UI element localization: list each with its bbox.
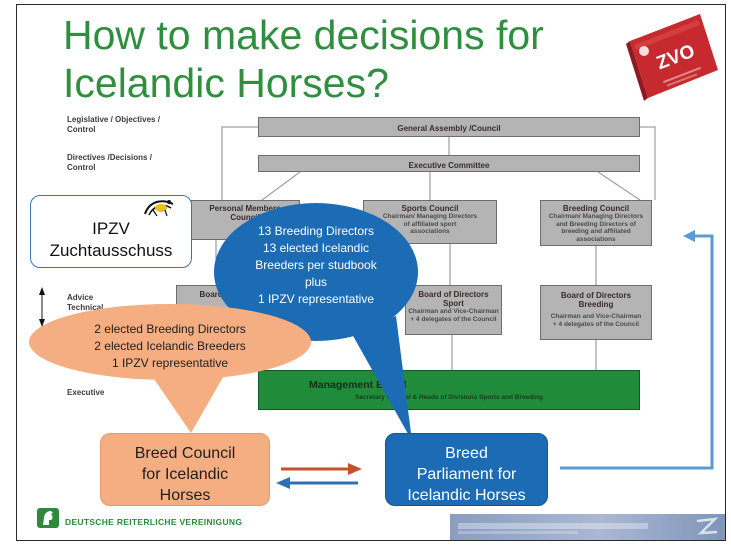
row-label-legislative: Legislative / Objectives / Control (67, 115, 160, 135)
board-breeding-detail: + 4 delegates of the Council (552, 320, 640, 328)
row-label-advice: Advice Technical (67, 293, 103, 313)
breeding-council-detail: Chairman/ Managing Directors (548, 213, 644, 220)
bubble-line: 13 Breeding Directors (257, 224, 375, 238)
slide-frame (16, 4, 726, 541)
breeding-council-box: Breeding Council Chairman/ Managing Dire… (540, 200, 652, 246)
ipzv-zuchtausschuss-box: IPZV Zuchtausschuss (30, 195, 192, 268)
sports-council-detail: Chairman/ Managing Directors (382, 213, 478, 220)
zvo-book-cover-icon: ZVO (626, 14, 718, 101)
breed-parliament-line: Parliament for (416, 466, 517, 483)
management-board-box: Management Board Secretary General & Hea… (258, 370, 640, 410)
parliament-bubble-text: 13 Breeding Directors 13 elected Iceland… (216, 223, 416, 308)
breeding-council-title: Breeding Council (562, 204, 630, 213)
breeding-council-detail: associations (576, 235, 616, 243)
row-label-executive: Executive (67, 388, 104, 398)
bubble-line: 1 IPZV representative (111, 356, 229, 370)
board-breeding-box: Board of Directors Breeding Chairman and… (540, 285, 652, 340)
sports-council-detail: of affiliated sport (403, 220, 457, 228)
breed-council-line: Breed Council (134, 445, 236, 462)
bubble-line: plus (304, 275, 327, 289)
breeding-council-detail: and Breeding Directors of (556, 220, 636, 228)
board-sport-title: Sport (443, 299, 464, 308)
sports-council-detail: associations (410, 228, 450, 235)
management-board-detail: Secretary General & Heads of Divisions S… (355, 394, 543, 401)
executive-committee-label: Executive Committee (408, 161, 490, 170)
banner-logo-icon (696, 517, 719, 535)
title-line-1: How to make decisions for (63, 12, 544, 58)
breeding-council-detail: breeding and affiliated (561, 228, 631, 235)
board-sport-detail: Chairman and Vice-Chairman (408, 308, 499, 315)
banner-stripe (458, 531, 578, 534)
breed-parliament-line: Icelandic Horses (407, 487, 526, 504)
board-sport-box: Board of Directors Sport Chairman and Vi… (405, 285, 502, 335)
breed-council-line: Horses (159, 487, 211, 504)
breed-council-line: for Icelandic (141, 466, 229, 483)
general-assembly-label: General Assembly /Council (397, 124, 501, 133)
board-breeding-title: Breeding (578, 300, 614, 309)
personal-members-council-title: Personal Members (209, 204, 281, 213)
ipzv-logo-icon (144, 200, 174, 217)
row-label-line: Directives /Decisions / (67, 153, 152, 162)
council-bubble-text: 2 elected Breeding Directors 2 elected I… (40, 321, 300, 372)
row-label-line: Control (67, 125, 96, 134)
breed-parliament-box: Breed Parliament for Icelandic Horses (385, 433, 548, 506)
management-board-title: Management Board (309, 379, 407, 391)
row-label-line: Executive (67, 388, 105, 397)
row-label-line: Legislative / Objectives / (67, 115, 160, 124)
footer-organization-name: DEUTSCHE REITERLICHE VEREINIGUNG (65, 517, 243, 527)
sports-council-title: Sports Council (401, 204, 459, 213)
row-label-line: Control (67, 163, 96, 172)
ipzv-label: IPZV (92, 219, 130, 238)
board-breeding-detail: Chairman and Vice-Chairman (550, 313, 642, 320)
banner-image (450, 514, 725, 540)
row-label-line: Technical (67, 303, 104, 312)
title-line-2: Icelandic Horses? (63, 60, 389, 106)
board-sport-title: Board of Directors (418, 290, 489, 299)
bubble-line: Breeders per studbook (255, 258, 377, 272)
bubble-line: 2 elected Icelandic Breeders (94, 339, 246, 353)
bubble-line: 1 IPZV representative (257, 292, 375, 306)
row-label-line: Advice (67, 293, 94, 302)
bubble-line: 2 elected Breeding Directors (94, 322, 246, 336)
fn-horse-logo-icon (37, 508, 59, 528)
general-assembly-box: General Assembly /Council (258, 117, 640, 137)
personal-members-council-title: Council (230, 213, 260, 222)
breed-council-box: Breed Council for Icelandic Horses (100, 433, 270, 506)
row-label-directives: Directives /Decisions / Control (67, 153, 152, 173)
breed-parliament-line: Breed (445, 445, 488, 462)
slide-title: How to make decisions for Icelandic Hors… (63, 11, 544, 107)
board-breeding-title: Board of Directors (560, 291, 632, 300)
zuchtausschuss-label: Zuchtausschuss (49, 241, 173, 260)
board-sport-detail: + 4 delegates of the Council (410, 315, 497, 323)
executive-committee-box: Executive Committee (258, 155, 640, 172)
bubble-line: 13 elected Icelandic (262, 241, 370, 255)
banner-stripe (458, 523, 648, 529)
